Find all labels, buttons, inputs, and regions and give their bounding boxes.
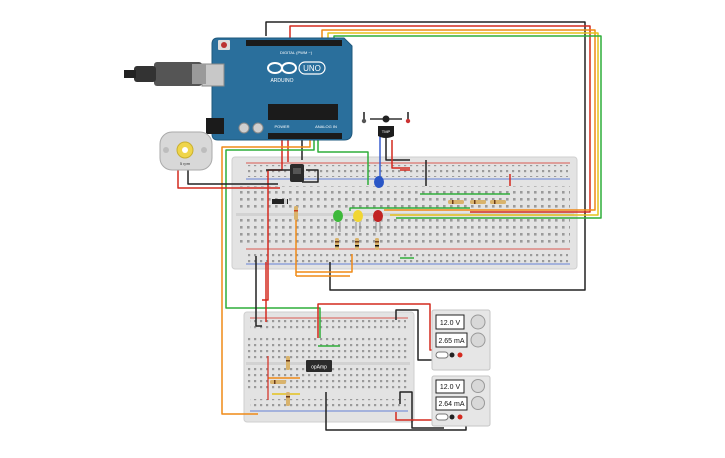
transistor-icon[interactable]: [290, 164, 304, 182]
usb-cable-icon: [124, 62, 206, 86]
breadboard-main[interactable]: [231, 156, 578, 270]
resistor-horizontal-3[interactable]: [490, 200, 506, 204]
resistor-horizontal-1[interactable]: [448, 200, 464, 204]
wires: [177, 21, 602, 431]
motor-label: 5 rpm: [180, 161, 191, 166]
resistor-led-red[interactable]: [375, 238, 379, 250]
power-supply-bottom[interactable]: 12.0 V 2.64 mA: [431, 375, 491, 427]
supply-bottom-current: 2.64 mA: [438, 401, 464, 408]
supply-top-current: 2.65 mA: [438, 338, 464, 345]
capacitor[interactable]: [374, 176, 384, 188]
supply-top-voltage: 12.0 V: [440, 320, 461, 327]
led-yellow[interactable]: [353, 210, 363, 232]
arduino-brand: ARDUINO: [270, 78, 293, 84]
supply-top-voltage-knob[interactable]: [470, 314, 486, 330]
sensor-label: TMP: [382, 129, 391, 134]
resistor-transistor-base[interactable]: [294, 206, 298, 220]
supply-top-switch[interactable]: [435, 351, 449, 359]
led-green[interactable]: [333, 210, 343, 232]
dc-motor-icon[interactable]: 5 rpm: [159, 131, 213, 171]
supply-bottom-voltage-knob[interactable]: [471, 379, 485, 393]
supply-bottom-terminal-pos[interactable]: [457, 414, 463, 420]
arduino-logo: [267, 62, 297, 74]
opamp-label: opAmp: [311, 365, 327, 371]
led-icon[interactable]: [333, 210, 383, 232]
temperature-sensor[interactable]: TMP: [361, 112, 411, 138]
supply-bottom-current-knob[interactable]: [471, 396, 485, 410]
diode[interactable]: [272, 199, 288, 204]
supply-bottom-switch[interactable]: [435, 413, 449, 421]
power-supply-top[interactable]: 12.0 V 2.65 mA: [431, 309, 491, 371]
supply-top-terminal-neg[interactable]: [449, 352, 455, 358]
resistor-opamp-1[interactable]: [286, 356, 290, 370]
supply-top-current-knob[interactable]: [470, 332, 486, 348]
resistor-opamp-2[interactable]: [270, 380, 286, 384]
led-red[interactable]: [373, 210, 383, 232]
analog-header-label: ANALOG IN: [315, 124, 337, 129]
arduino-model: UNO: [303, 64, 321, 73]
resistor-led-green[interactable]: [335, 238, 339, 250]
resistor-horizontal-2[interactable]: [470, 200, 486, 204]
supply-top-terminal-pos[interactable]: [457, 352, 463, 358]
thermometer-hot-icon: [405, 112, 411, 124]
resistor-icon[interactable]: [270, 200, 506, 406]
arduino-uno-board[interactable]: ARDUINO UNO DIGITAL (PWM ~) POWER ANALOG…: [201, 37, 353, 141]
temperature-slider-knob[interactable]: [382, 115, 390, 123]
digital-header-label: DIGITAL (PWM ~): [280, 50, 313, 55]
resistor-led-yellow[interactable]: [355, 238, 359, 250]
supply-bottom-terminal-neg[interactable]: [449, 414, 455, 420]
supply-bottom-voltage: 12.0 V: [440, 384, 461, 391]
opamp-chip[interactable]: opAmp: [306, 360, 332, 372]
resistor-opamp-3[interactable]: [286, 392, 290, 406]
power-header-label: POWER: [274, 124, 289, 129]
thermometer-cold-icon: [361, 112, 367, 124]
